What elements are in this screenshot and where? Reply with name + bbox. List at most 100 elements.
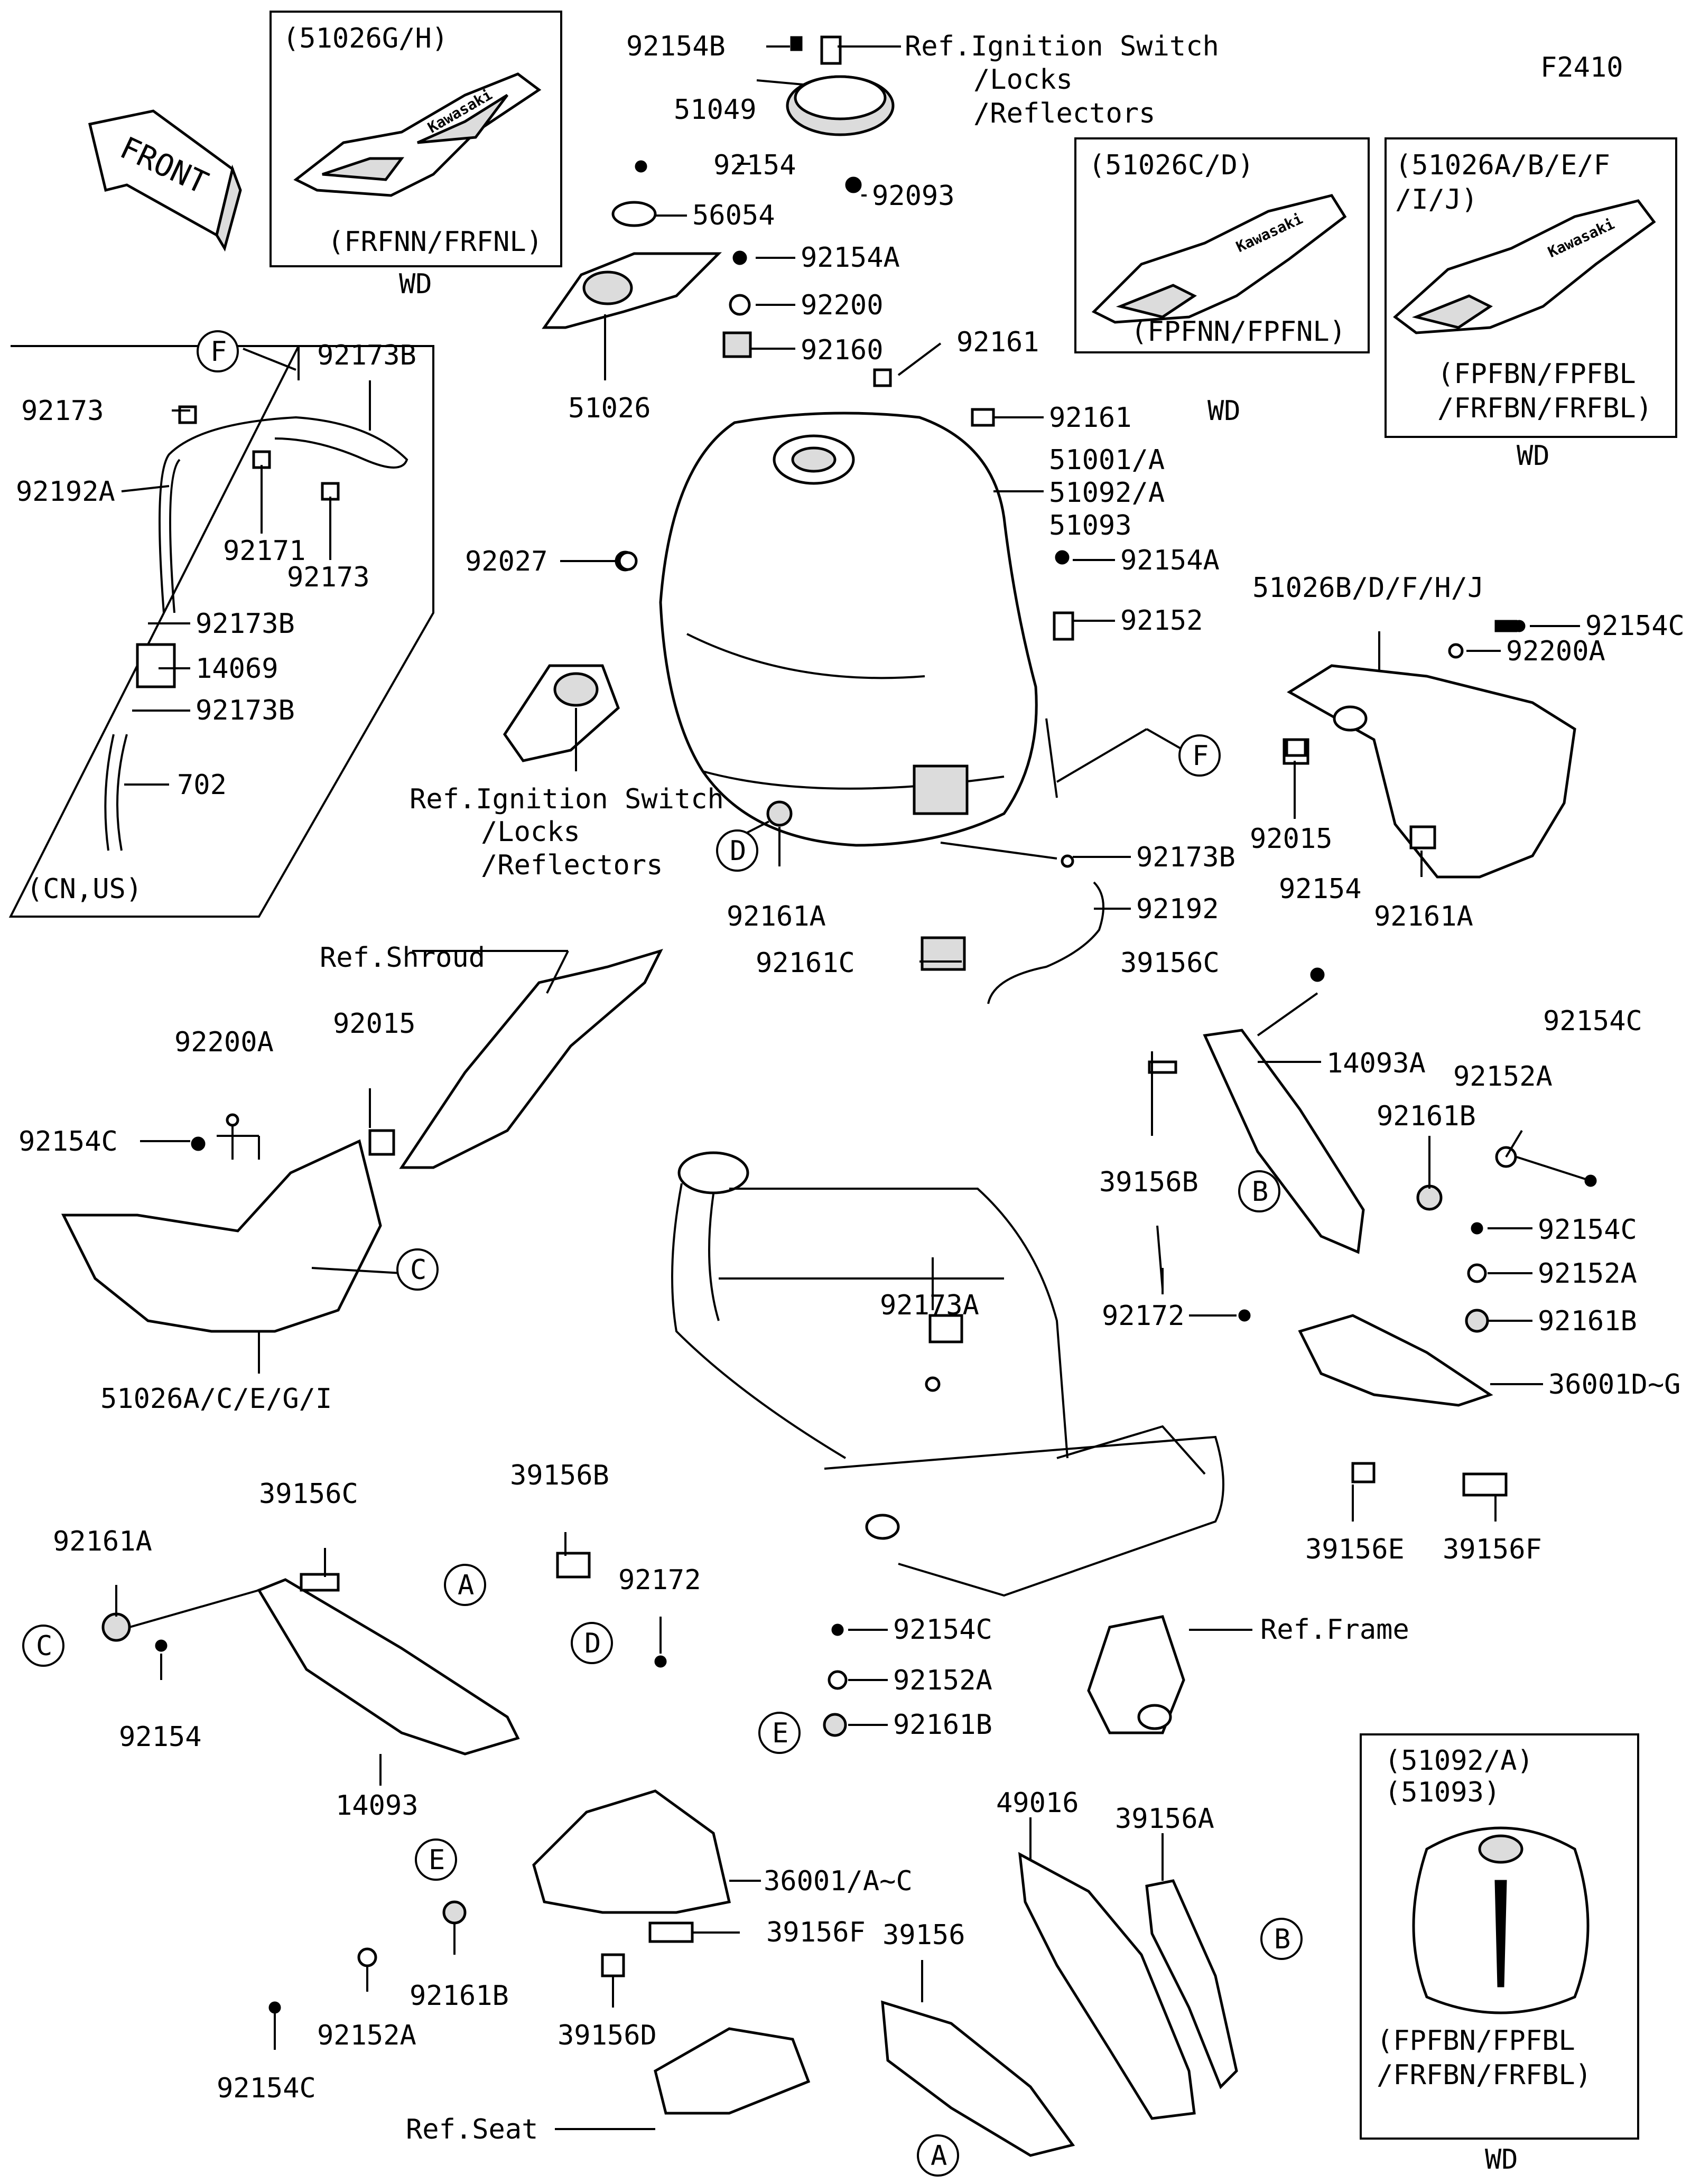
fuel-tank: [659, 412, 1038, 847]
label-51092: 51092/A: [1049, 477, 1165, 509]
label-92154A-1: 92154A: [801, 242, 900, 274]
label-39156E: 39156E: [1305, 1534, 1405, 1565]
label-92161-a: 92161: [956, 326, 1039, 358]
inset-51026CD: (51026C/D) Kawasaki (FPFNN/FPFNL): [1074, 137, 1370, 353]
label-39156B-1: 39156B: [1099, 1166, 1198, 1198]
label-ref-ignition-1b: /Locks: [973, 64, 1073, 96]
label-92173A: 92173A: [880, 1290, 979, 1321]
label-92161B-3: 92161B: [893, 1709, 992, 1741]
svg-text:(FPFBN/FPFBL: (FPFBN/FPFBL: [1437, 358, 1636, 390]
label-51001: 51001/A: [1049, 444, 1165, 476]
label-39156C-1: 39156C: [1120, 947, 1220, 979]
label-92152A-4: 92152A: [317, 2020, 416, 2051]
frame: [671, 1151, 1224, 1734]
svg-text:(51026G/H): (51026G/H): [283, 23, 448, 54]
label-92160: 92160: [801, 334, 884, 366]
svg-text:B: B: [1252, 1176, 1268, 1208]
inset-abef-wd: WD: [1517, 440, 1550, 472]
label-92152A-3: 92152A: [893, 1665, 992, 1696]
label-92152A-2: 92152A: [1538, 1258, 1637, 1290]
label-92200: 92200: [801, 290, 884, 321]
shroud-left: [61, 948, 663, 1333]
svg-text:(51093): (51093): [1385, 1777, 1500, 1808]
svg-text:(51026C/D): (51026C/D): [1089, 150, 1254, 181]
label-39156A: 39156A: [1115, 1803, 1214, 1835]
svg-text:A: A: [931, 2140, 947, 2172]
label-92152A-1: 92152A: [1453, 1061, 1553, 1093]
cap-cover: [542, 160, 722, 329]
label-49016: 49016: [996, 1787, 1079, 1819]
label-51049: 51049: [674, 94, 757, 126]
label-92154-r: 92154: [1279, 873, 1362, 905]
label-92172-2: 92172: [618, 1564, 701, 1596]
svg-text:D: D: [730, 835, 746, 867]
svg-text:(FPFNN/FPFNL): (FPFNN/FPFNL): [1131, 316, 1346, 348]
label-92154C-1: 92154C: [1585, 610, 1685, 642]
label-36001DG: 36001D~G: [1548, 1369, 1680, 1401]
label-92161B-2: 92161B: [1538, 1305, 1637, 1337]
label-92154C-2: 92154C: [18, 1126, 118, 1158]
svg-text:C: C: [36, 1630, 52, 1662]
rear-plate: [654, 1852, 1238, 2157]
label-92200A-2: 92200A: [174, 1026, 274, 1058]
label-92154C-6: 92154C: [217, 2073, 316, 2104]
label-92154C-3: 92154C: [1543, 1005, 1642, 1037]
svg-text:A: A: [458, 1570, 474, 1601]
hardware: [101, 250, 1597, 2014]
label-92161B-4: 92161B: [410, 1980, 509, 2012]
label-92192A: 92192A: [16, 476, 115, 508]
label-92154C-4: 92154C: [1538, 1214, 1637, 1246]
label-92173-2: 92173: [287, 562, 370, 593]
label-92027: 92027: [465, 546, 548, 577]
inset-tank-wd: WD: [1485, 2144, 1518, 2176]
label-51026ACEGI: 51026A/C/E/G/I: [100, 1383, 332, 1415]
label-39156F-2: 39156F: [766, 1917, 866, 1948]
label-ref-ignition-1: Ref.Ignition Switch: [905, 31, 1219, 62]
svg-text:F: F: [210, 336, 227, 368]
label-ref-ignition-2c: /Reflectors: [481, 850, 663, 881]
svg-text:(FRFNN/FRFNL): (FRFNN/FRFNL): [328, 226, 543, 258]
label-92161A-2: 92161A: [1374, 901, 1473, 932]
label-ref-ignition-2b: /Locks: [481, 816, 580, 848]
label-36001AC: 36001/A~C: [764, 1865, 913, 1897]
label-92171: 92171: [223, 535, 306, 567]
label-92172-1: 92172: [1102, 1300, 1185, 1332]
label-92015-2: 92015: [333, 1008, 416, 1040]
leader-lines: [115, 45, 1591, 2130]
label-92173B-4: 92173B: [196, 695, 295, 726]
label-92154C-5: 92154C: [893, 1614, 992, 1646]
label-51093: 51093: [1049, 510, 1132, 542]
ignition-switch: [503, 550, 636, 762]
label-92152: 92152: [1120, 605, 1203, 637]
figure-code: F2410: [1540, 52, 1623, 83]
label-92161-b: 92161: [1049, 402, 1132, 434]
label-39156C-2: 39156C: [259, 1478, 358, 1510]
label-92161A-1: 92161A: [727, 901, 826, 932]
label-ref-frame: Ref.Frame: [1260, 1614, 1409, 1646]
tail-cover-left: [257, 1552, 731, 1977]
label-92192: 92192: [1136, 893, 1219, 925]
inset-51026ABEF: (51026A/B/E/F /I/J) Kawasaki (FPFBN/FPFB…: [1385, 137, 1677, 438]
svg-text:/FRFBN/FRFBL): /FRFBN/FRFBL): [1437, 393, 1652, 424]
label-ref-ignition-1c: /Reflectors: [973, 98, 1155, 129]
label-14069: 14069: [196, 653, 278, 685]
callout-circles: F F D C B C A D E E B A: [22, 330, 1303, 2177]
label-702: 702: [177, 769, 227, 801]
label-92154A-2: 92154A: [1120, 545, 1220, 576]
label-92154B: 92154B: [626, 31, 726, 62]
label-cnus: (CN,US): [26, 873, 142, 905]
svg-text:C: C: [410, 1254, 426, 1286]
label-92161C: 92161C: [756, 947, 855, 979]
label-92200A-1: 92200A: [1506, 636, 1605, 667]
label-92173B-1: 92173B: [317, 340, 416, 371]
fuel-cap: [786, 35, 895, 193]
svg-text:B: B: [1274, 1924, 1290, 1955]
label-92154-top: 92154: [713, 150, 796, 181]
label-39156D: 39156D: [558, 2020, 657, 2051]
front-arrow: FRONT: [88, 109, 242, 252]
label-ref-shroud: Ref.Shroud: [320, 942, 485, 974]
label-92173B-3: 92173B: [1136, 842, 1235, 873]
label-14093: 14093: [336, 1790, 419, 1822]
svg-text:/I/J): /I/J): [1395, 184, 1478, 216]
